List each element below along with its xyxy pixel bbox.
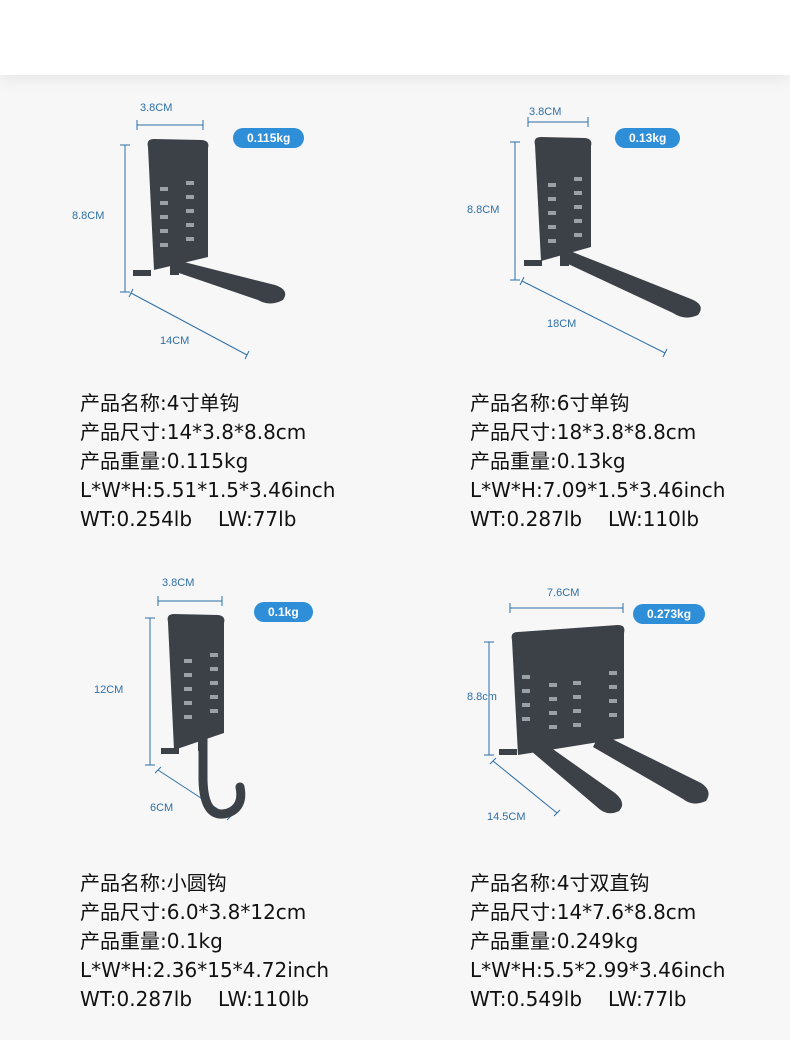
wt-value: WT:0.287lb <box>80 987 193 1011</box>
dimension-height: 8.8CM <box>72 210 105 222</box>
dimension-length: 18CM <box>547 318 577 330</box>
product-specs: 产品名称:小圆钩 产品尺寸:6.0*3.8*12cm 产品重量:0.1kg L*… <box>80 869 329 1014</box>
dimension-width: 3.8CM <box>162 577 195 589</box>
product-wt-lw: WT:0.549lb LW:77lb <box>470 985 725 1014</box>
dimension-height: 12CM <box>94 684 124 696</box>
dimension-width: 7.6CM <box>547 587 580 599</box>
product-lwh: L*W*H:5.51*1.5*3.46inch <box>80 478 336 502</box>
top-banner <box>0 0 790 75</box>
double-hook-image <box>484 603 709 817</box>
weight-badge: 0.273kg <box>633 604 706 624</box>
lw-value: LW:77lb <box>218 507 297 531</box>
wt-value: WT:0.549lb <box>470 987 583 1011</box>
product-wt-lw: WT:0.287lb LW:110lb <box>80 985 329 1014</box>
product-specs: 产品名称:6寸单钩 产品尺寸:18*3.8*8.8cm 产品重量:0.13kg … <box>470 389 725 534</box>
weight-badge: 0.13kg <box>615 128 681 148</box>
round-hook-image <box>145 596 246 821</box>
dimension-height: 8.8CM <box>467 204 500 216</box>
weight-badge: 0.1kg <box>254 602 313 622</box>
product-weight: 产品重量:0.115kg <box>80 449 249 473</box>
product-lwh: L*W*H:5.5*2.99*3.46inch <box>470 958 726 982</box>
product-size: 产品尺寸:18*3.8*8.8cm <box>470 420 697 444</box>
product-wt-lw: WT:0.287lb LW:110lb <box>470 505 725 534</box>
lw-value: LW:110lb <box>608 507 700 531</box>
product-card-4in-single-hook: 3.8CM 8.8CM 14CM 0.115kg 产品名称:4寸单钩 产品尺寸:… <box>0 75 395 555</box>
product-weight: 产品重量:0.1kg <box>80 929 223 953</box>
weight-badge: 0.115kg <box>233 128 305 148</box>
product-specs: 产品名称:4寸双直钩 产品尺寸:14*7.6*8.8cm 产品重量:0.249k… <box>470 869 725 1014</box>
wt-value: WT:0.254lb <box>80 507 193 531</box>
product-name: 产品名称:6寸单钩 <box>470 391 630 415</box>
dimension-width: 3.8CM <box>529 106 562 118</box>
product-wt-lw: WT:0.254lb LW:77lb <box>80 505 335 534</box>
dimension-length: 14.5CM <box>487 811 526 823</box>
product-lwh: L*W*H:7.09*1.5*3.46inch <box>470 478 726 502</box>
wt-value: WT:0.287lb <box>470 507 583 531</box>
product-size: 产品尺寸:14*3.8*8.8cm <box>80 420 307 444</box>
product-name: 产品名称:4寸单钩 <box>80 391 240 415</box>
product-lwh: L*W*H:2.36*15*4.72inch <box>80 958 330 982</box>
product-card-small-round-hook: 3.8CM 12CM 6CM 0.1kg 产品名称:小圆钩 产品尺寸:6.0*3… <box>0 555 395 1035</box>
product-name: 产品名称:小圆钩 <box>80 871 227 895</box>
product-size: 产品尺寸:14*7.6*8.8cm <box>470 900 697 924</box>
lw-value: LW:77lb <box>608 987 687 1011</box>
product-size: 产品尺寸:6.0*3.8*12cm <box>80 900 307 924</box>
single-hook-image <box>120 120 286 360</box>
product-specs: 产品名称:4寸单钩 产品尺寸:14*3.8*8.8cm 产品重量:0.115kg… <box>80 389 335 534</box>
product-weight: 产品重量:0.249kg <box>470 929 639 953</box>
lw-value: LW:110lb <box>218 987 310 1011</box>
product-weight: 产品重量:0.13kg <box>470 449 626 473</box>
single-hook-image <box>510 117 701 358</box>
product-name: 产品名称:4寸双直钩 <box>470 871 650 895</box>
dimension-height: 8.8cm <box>467 691 497 703</box>
dimension-length: 14CM <box>160 335 190 347</box>
product-card-6in-single-hook: 3.8CM 8.8CM 18CM 0.13kg 产品名称:6寸单钩 产品尺寸:1… <box>395 75 790 555</box>
dimension-width: 3.8CM <box>140 102 173 114</box>
dimension-length: 6CM <box>150 802 174 814</box>
product-card-4in-double-straight-hook: 7.6CM 8.8cm 14.5CM 0.273kg 产品名称:4寸双直钩 产品… <box>395 555 790 1035</box>
